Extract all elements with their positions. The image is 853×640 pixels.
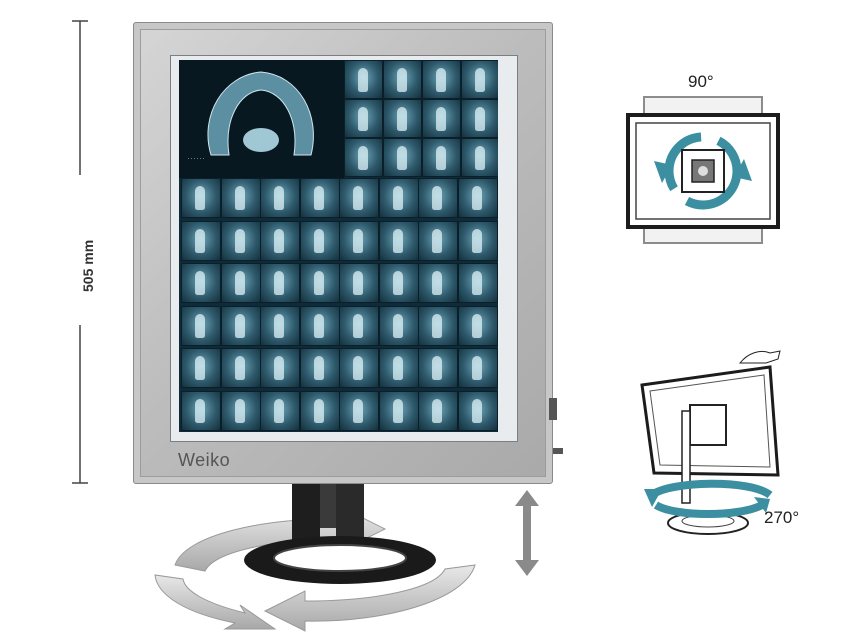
scan-thumbnail — [260, 178, 300, 218]
scan-thumbnail — [181, 305, 221, 346]
scan-thumbnail — [378, 348, 419, 388]
height-dimension-line — [72, 20, 88, 484]
scan-thumbnail — [418, 390, 458, 431]
height-dimension-label: 505 mm — [80, 239, 96, 292]
scan-thumbnail — [339, 390, 379, 431]
scan-thumbnail — [260, 263, 300, 303]
swivel-angle-label: 270° — [764, 508, 800, 527]
scan-thumbnail — [378, 178, 419, 218]
scan-thumbnail — [220, 305, 261, 346]
scan-thumbnail — [299, 220, 340, 261]
scan-thumbnail — [378, 220, 419, 261]
scan-thumbnail — [457, 263, 498, 303]
scan-thumbnail — [299, 348, 340, 388]
scan-thumbnail — [457, 305, 498, 346]
scan-thumbnail — [339, 178, 379, 218]
scan-thumbnail — [418, 220, 458, 261]
scan-thumbnail — [339, 263, 379, 303]
scan-thumbnail — [299, 263, 340, 303]
jaw-scan-image: ······ — [179, 60, 344, 178]
scan-thumbnail — [344, 60, 383, 99]
scan-thumbnail — [461, 138, 498, 177]
scan-thumbnail — [422, 138, 461, 177]
scan-thumbnail — [457, 390, 498, 431]
scan-thumbnail — [181, 263, 221, 303]
scan-thumbnail — [418, 263, 458, 303]
pivot-angle-label: 90° — [688, 72, 714, 91]
scan-thumbnail — [418, 178, 458, 218]
scan-thumbnail — [299, 390, 340, 431]
scan-thumbnail — [457, 220, 498, 261]
scan-thumbnail — [418, 348, 458, 388]
scan-thumbnail — [344, 138, 383, 177]
scan-thumbnail — [181, 178, 221, 218]
pivot-rotate-icon — [626, 96, 780, 244]
scan-thumbnail — [339, 348, 379, 388]
hand-icon — [738, 350, 781, 364]
scan-thumbnail — [220, 220, 261, 261]
scan-thumbnail — [422, 60, 461, 99]
height-adjust-arrow-icon — [515, 490, 539, 576]
scan-thumbnail — [378, 390, 419, 431]
scan-thumbnail — [260, 220, 300, 261]
scan-thumbnail — [339, 220, 379, 261]
side-connector — [553, 448, 563, 454]
brand-logo: Weiko — [178, 450, 231, 470]
scan-thumbnail — [181, 348, 221, 388]
scan-thumbnail — [299, 178, 340, 218]
scan-thumbnail — [378, 305, 419, 346]
scan-thumbnail — [344, 99, 383, 138]
scan-thumbnail — [461, 60, 498, 99]
scan-thumbnail — [339, 305, 379, 346]
scan-thumbnail — [422, 99, 461, 138]
scan-thumbnail — [260, 390, 300, 431]
monitor-screen: ······ — [179, 60, 498, 432]
scan-thumbnail — [457, 348, 498, 388]
side-control-button[interactable] — [549, 398, 557, 420]
scan-thumbnail — [378, 263, 419, 303]
swivel-diagram — [640, 350, 781, 535]
monitor-stand — [244, 478, 436, 584]
scan-thumbnail — [457, 178, 498, 218]
scan-thumbnail — [299, 305, 340, 346]
scan-thumbnail — [461, 99, 498, 138]
scan-thumbnail — [383, 60, 422, 99]
scan-thumbnail — [383, 99, 422, 138]
scan-thumbnail — [220, 263, 261, 303]
scan-thumbnail — [181, 220, 221, 261]
scan-thumbnail — [181, 390, 221, 431]
svg-text:······: ······ — [187, 156, 205, 162]
scan-thumbnail — [383, 138, 422, 177]
scan-thumbnail — [260, 305, 300, 346]
scan-thumbnail — [260, 348, 300, 388]
scan-thumbnail — [220, 390, 261, 431]
scan-thumbnail — [220, 178, 261, 218]
scan-thumbnail — [418, 305, 458, 346]
scan-thumbnail — [220, 348, 261, 388]
